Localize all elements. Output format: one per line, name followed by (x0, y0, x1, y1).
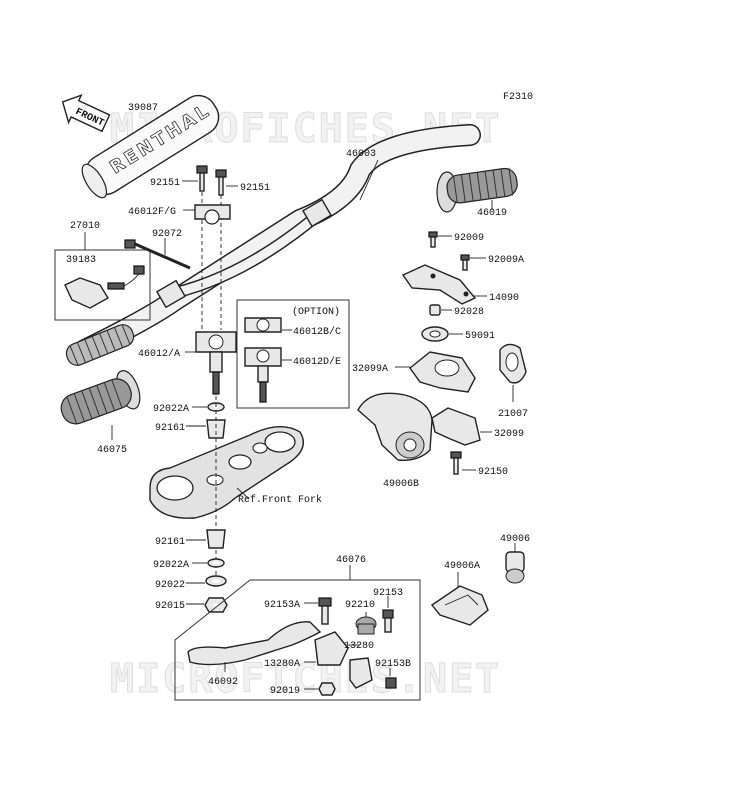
label-92151-a: 92151 (150, 178, 180, 189)
lever-assembly-box (174, 579, 421, 701)
clutch-lever (187, 621, 322, 666)
label-49006b: 49006B (383, 479, 419, 490)
right-grip-46075 (60, 370, 141, 425)
throttle-housing-lower (431, 407, 481, 446)
triple-clamp (149, 426, 304, 519)
collar-92028 (429, 304, 441, 316)
label-92019: 92019 (270, 686, 300, 697)
bolt-92150 (450, 451, 462, 475)
bolt-92153 (382, 609, 394, 633)
label-92009a: 92009A (488, 255, 524, 266)
cable-tie (124, 239, 191, 270)
bolt-92151-right (215, 169, 227, 196)
throttle-bracket-21007 (499, 343, 527, 384)
adjuster-92210 (355, 616, 377, 635)
label-46076: 46076 (336, 555, 366, 566)
cable-cover-14090 (401, 264, 477, 305)
handlebar (74, 124, 481, 361)
label-46003: 46003 (346, 149, 376, 160)
label-46012a: 46012/A (138, 348, 180, 360)
label-46012fg: 46012F/G (128, 206, 176, 218)
label-92009: 92009 (454, 233, 484, 244)
label-59091: 59091 (465, 331, 495, 342)
clamp-46012bc (244, 317, 282, 333)
label-13280: 13280 (344, 641, 374, 652)
watermark-bottom: MICROFICHES.NET (110, 656, 501, 702)
lever-perch (314, 631, 373, 689)
label-46075: 46075 (97, 445, 127, 456)
label-92161-a: 92161 (155, 423, 185, 434)
label-49006a: 49006A (444, 561, 480, 572)
label-92153: 92153 (373, 588, 403, 599)
diagram-code: F2310 (503, 92, 533, 103)
damper-92161-upper (206, 419, 226, 439)
label-21007: 21007 (498, 409, 528, 420)
throttle-housing-upper (409, 351, 476, 393)
label-92153a: 92153A (264, 600, 300, 611)
label-92015: 92015 (155, 601, 185, 612)
damper-92161-lower (206, 529, 226, 549)
screw-92009 (428, 231, 438, 248)
washer-92022a-lower (207, 558, 225, 568)
option-box (236, 299, 350, 409)
label-46012bc: 46012B/C (293, 326, 341, 338)
label-39183: 39183 (66, 255, 96, 266)
bolt-92153b (385, 677, 397, 689)
bolt-92153a (318, 597, 332, 625)
throttle-cover-49006b (357, 392, 433, 461)
label-32099a: 32099A (352, 364, 388, 375)
label-92210: 92210 (345, 600, 375, 611)
nut-92019 (318, 682, 336, 696)
label-49006: 49006 (500, 534, 530, 545)
kill-switch (64, 265, 145, 309)
label-27010: 27010 (70, 221, 100, 232)
lever-cover-49006a (430, 585, 489, 626)
lower-clamp-46012a (195, 331, 237, 395)
clamp-46012de (244, 347, 282, 403)
nut-92015 (204, 597, 228, 613)
label-92151-b: 92151 (240, 183, 270, 194)
dust-cover-49006 (505, 551, 525, 584)
label-92153b: 92153B (375, 659, 411, 670)
washer-92022 (205, 575, 227, 587)
label-92161-b: 92161 (155, 537, 185, 548)
label-39087: 39087 (128, 103, 158, 114)
ring-59091 (421, 326, 449, 342)
label-92150: 92150 (478, 467, 508, 478)
label-46012de: 46012D/E (293, 356, 341, 368)
screw-92009a (460, 254, 470, 271)
ref-front-fork: Ref.Front Fork (238, 494, 322, 506)
label-46019: 46019 (477, 208, 507, 219)
front-arrow-icon: FRONT (61, 93, 111, 133)
throttle-grip (436, 167, 518, 213)
label-14090: 14090 (489, 293, 519, 304)
switch-group-box (54, 249, 151, 321)
label-92072: 92072 (152, 229, 182, 240)
label-46092: 46092 (208, 677, 238, 688)
label-92028: 92028 (454, 307, 484, 318)
label-92022: 92022 (155, 580, 185, 591)
label-32099: 32099 (494, 429, 524, 440)
label-92022a-2: 92022A (153, 560, 189, 571)
option-label: (OPTION) (292, 306, 340, 318)
left-grip-on-bar (65, 324, 135, 366)
label-92022a-1: 92022A (153, 404, 189, 415)
bolt-92151-left (196, 165, 208, 192)
label-13280a: 13280A (264, 659, 300, 670)
upper-clamp-46012fg (194, 204, 231, 225)
